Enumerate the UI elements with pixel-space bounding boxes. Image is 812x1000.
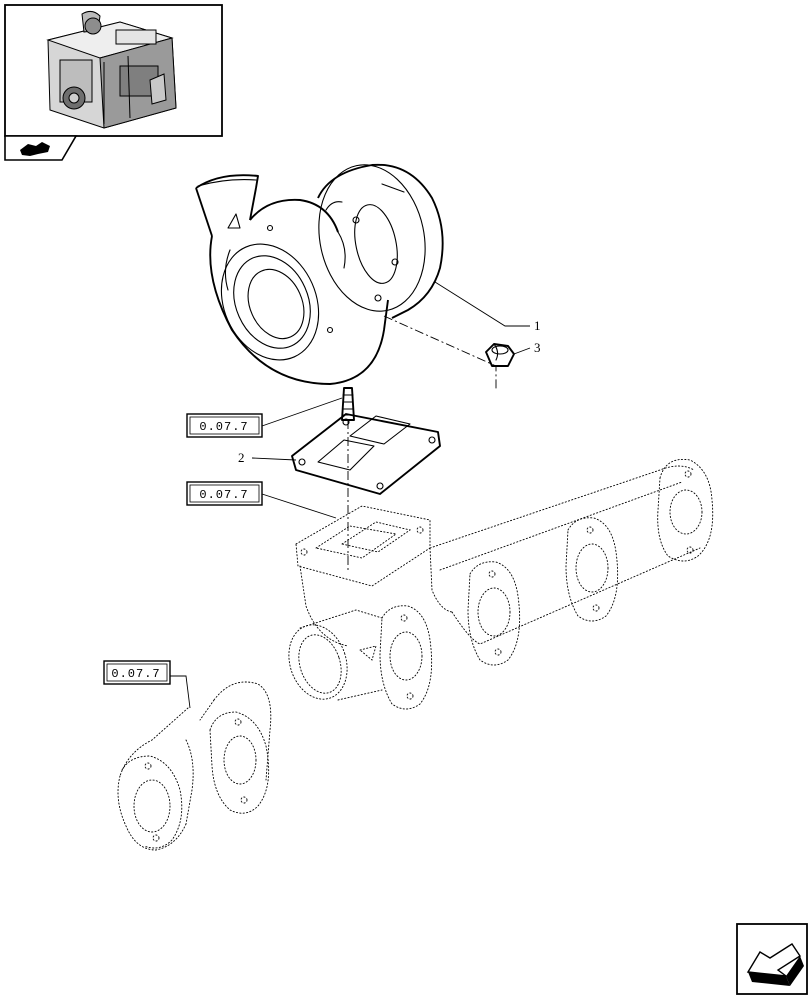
nut: [485, 343, 515, 367]
ref-box-elbow[interactable]: 0.07.7: [103, 660, 171, 685]
next-page-arrow-icon[interactable]: [736, 923, 808, 995]
svg-text:0.07.7: 0.07.7: [111, 667, 160, 681]
exhaust-elbow: [117, 681, 272, 851]
ref-box-gasket[interactable]: 0.07.7: [186, 481, 263, 506]
svg-text:0.07.7: 0.07.7: [199, 420, 248, 434]
engine-thumbnail-icon: [4, 4, 223, 137]
gasket: [291, 413, 441, 495]
turbocharger: [195, 163, 444, 385]
svg-text:0.07.7: 0.07.7: [199, 488, 248, 502]
callout-1-label: 1: [534, 318, 541, 333]
exhaust-manifold: [288, 458, 714, 710]
callout-2-label: 2: [238, 450, 245, 465]
section-tab-icon: [4, 135, 78, 161]
callout-3-label: 3: [534, 340, 541, 355]
stud: [341, 387, 355, 421]
ref-box-turbo-stud[interactable]: 0.07.7: [186, 413, 263, 438]
